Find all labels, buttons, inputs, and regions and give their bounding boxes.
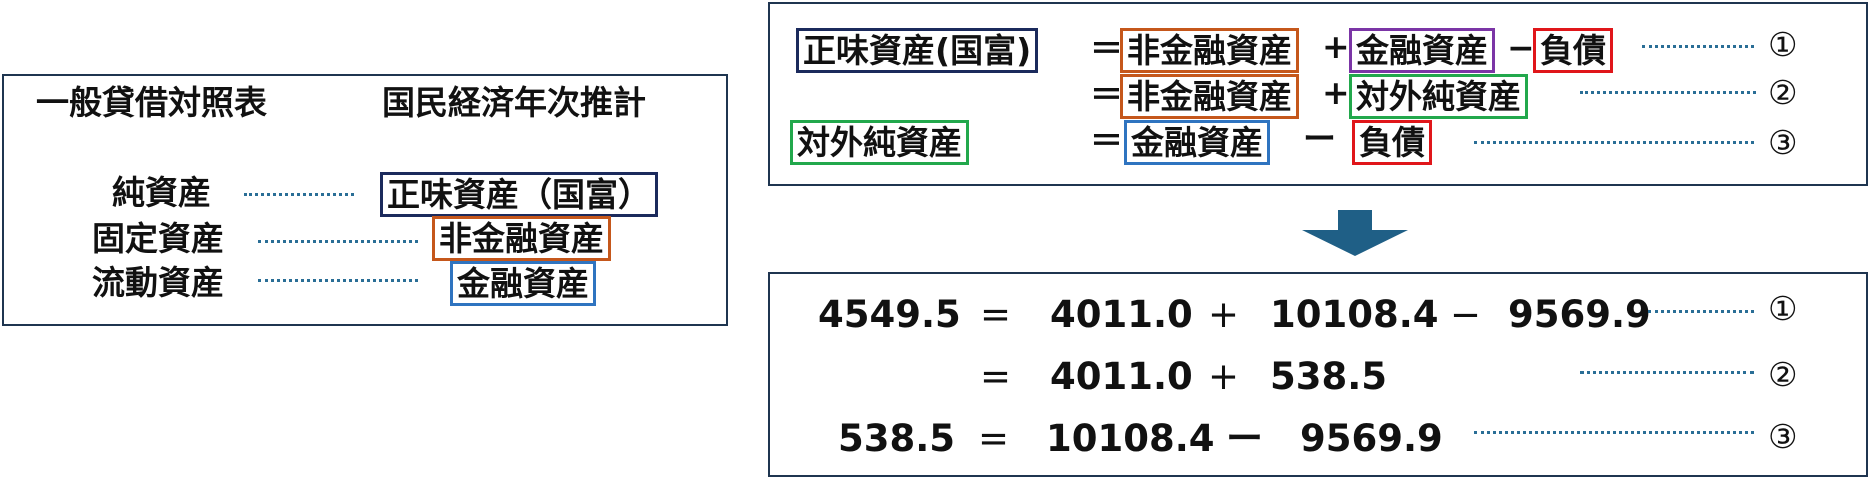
general-balance-sheet-header: 一般貸借対照表 <box>36 83 267 122</box>
national-accounts-header: 国民経済年次推計 <box>382 83 646 122</box>
non-financial-assets-box: 非金融資産 <box>432 216 611 261</box>
current-assets-label: 流動資産 <box>92 263 224 302</box>
dotted-leader <box>258 279 418 282</box>
liabilities-box: 負債 <box>1533 28 1613 73</box>
net-external-assets-box: 対外純資産 <box>1349 74 1528 119</box>
equals-sign: = <box>980 355 1012 398</box>
dotted-leader <box>1580 371 1754 374</box>
financial-value: 10108.4 <box>1270 293 1439 336</box>
dotted-leader <box>258 240 418 243</box>
plus-sign: + <box>1208 355 1240 398</box>
plus-sign: + <box>1322 27 1350 66</box>
fixed-assets-label: 固定資産 <box>92 219 224 258</box>
dotted-leader <box>1474 141 1754 144</box>
dotted-leader <box>1474 431 1754 434</box>
dotted-leader <box>1580 91 1756 94</box>
dotted-leader <box>1642 45 1754 48</box>
net-worth-box: 正味資産(国富) <box>796 28 1039 73</box>
minus-sign: − <box>1507 28 1535 67</box>
marker-1: ① <box>1768 25 1798 64</box>
equals-sign: ＝ <box>1090 75 1123 114</box>
net-assets-label: 純資産 <box>112 173 211 212</box>
minus-sign: ー <box>1226 417 1263 460</box>
marker-3: ③ <box>1768 417 1798 456</box>
plus-sign: + <box>1322 73 1350 112</box>
net-worth-value: 4549.5 <box>818 293 961 336</box>
plus-sign: + <box>1208 293 1240 336</box>
numeric-equation-panel <box>768 272 1868 477</box>
non-financial-value: 4011.0 <box>1050 293 1193 336</box>
marker-1: ① <box>1768 289 1798 328</box>
financial-assets-box: 金融資産 <box>450 261 596 306</box>
minus-sign: ー <box>1303 119 1336 158</box>
financial-assets-box: 金融資産 <box>1349 28 1495 73</box>
dotted-leader <box>1648 310 1754 313</box>
liabilities-value: 9569.9 <box>1300 417 1443 460</box>
equals-sign: = <box>978 417 1010 460</box>
marker-2: ② <box>1768 355 1798 394</box>
equals-sign: ＝ <box>1090 121 1123 160</box>
balance-sheet-correspondence-panel <box>2 74 728 326</box>
non-financial-assets-box: 非金融資産 <box>1120 74 1299 119</box>
liabilities-value: 9569.9 <box>1508 293 1651 336</box>
net-external-assets-box: 対外純資産 <box>790 120 969 165</box>
net-external-value: 538.5 <box>838 417 956 460</box>
non-financial-assets-box: 非金融資産 <box>1120 28 1299 73</box>
financial-value: 10108.4 <box>1046 417 1215 460</box>
marker-3: ③ <box>1768 123 1798 162</box>
net-external-value: 538.5 <box>1270 355 1388 398</box>
minus-sign: − <box>1450 293 1482 336</box>
non-financial-value: 4011.0 <box>1050 355 1193 398</box>
down-arrow-icon <box>1302 210 1408 256</box>
equation-panel <box>768 2 1868 186</box>
net-worth-box: 正味資産（国富） <box>380 172 658 217</box>
equals-sign: ＝ <box>1090 29 1123 68</box>
equals-sign: = <box>980 293 1012 336</box>
marker-2: ② <box>1768 73 1798 112</box>
financial-assets-box: 金融資産 <box>1124 120 1270 165</box>
liabilities-box: 負債 <box>1352 120 1432 165</box>
dotted-leader <box>244 193 354 196</box>
